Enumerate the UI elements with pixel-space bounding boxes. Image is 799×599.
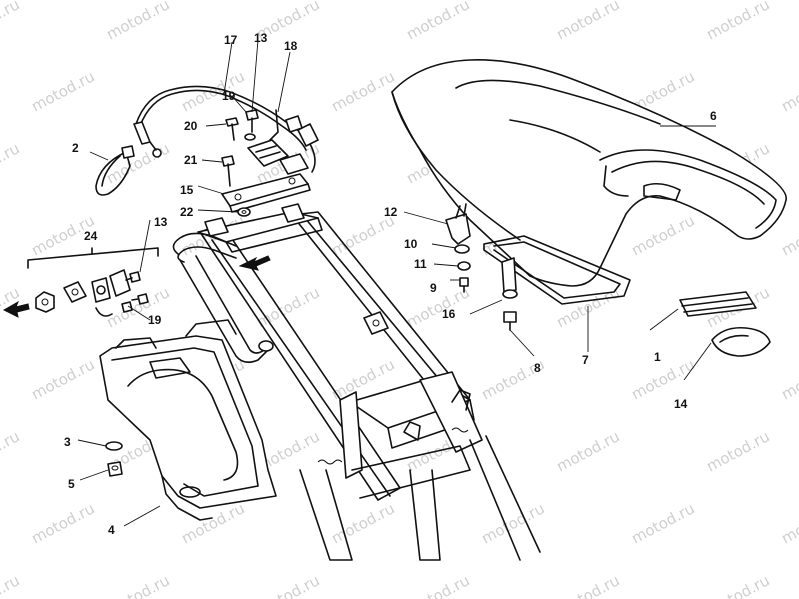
group-24-hardware bbox=[2, 247, 159, 318]
callout-8: 8 bbox=[534, 361, 541, 375]
watermark-text: motod.ru bbox=[778, 67, 799, 115]
seat-pads bbox=[679, 291, 771, 357]
callout-18: 18 bbox=[284, 39, 298, 53]
callout-14: 14 bbox=[674, 397, 688, 411]
callout-10: 10 bbox=[404, 237, 418, 251]
seat-bracket bbox=[445, 203, 471, 245]
grab-tube bbox=[172, 232, 274, 364]
callout-13-top: 13 bbox=[254, 31, 268, 45]
watermark-text: motod.ru bbox=[103, 0, 172, 44]
watermark-text: motod.ru bbox=[703, 427, 772, 475]
watermark-text: motod.ru bbox=[403, 571, 472, 599]
callout-13-left: 13 bbox=[154, 215, 168, 229]
watermark-text: motod.ru bbox=[553, 427, 622, 475]
callout-7: 7 bbox=[582, 353, 589, 367]
seat-base-frame bbox=[483, 235, 631, 305]
callout-19-top: 19 bbox=[222, 89, 236, 103]
watermark-text: motod.ru bbox=[628, 211, 697, 259]
watermark-text: motod.ru bbox=[553, 0, 622, 44]
rear-subframe bbox=[197, 203, 541, 561]
watermark-text: motod.ru bbox=[403, 283, 472, 331]
tray-nut-washer bbox=[105, 441, 123, 477]
callout-2: 2 bbox=[72, 141, 79, 155]
callout-21: 21 bbox=[184, 153, 198, 167]
watermark-text: motod.ru bbox=[703, 571, 772, 599]
watermark-text: motod.ru bbox=[28, 67, 97, 115]
callout-20: 20 bbox=[184, 119, 198, 133]
rear-seat-fasteners bbox=[501, 257, 518, 331]
watermark-text: motod.ru bbox=[253, 571, 322, 599]
watermark-text: motod.ru bbox=[328, 499, 397, 547]
callout-16: 16 bbox=[442, 307, 456, 321]
callout-4: 4 bbox=[108, 523, 115, 537]
callout-22: 22 bbox=[180, 205, 194, 219]
watermark-text: motod.ru bbox=[778, 499, 799, 547]
watermark-text: motod.ru bbox=[0, 571, 23, 599]
callout-3: 3 bbox=[64, 435, 71, 449]
callout-labels: 1 2 3 4 5 6 7 8 9 10 11 12 13 13 14 15 1… bbox=[64, 31, 717, 537]
callout-19-left: 19 bbox=[148, 313, 162, 327]
watermark-text: motod.ru bbox=[0, 0, 23, 44]
watermark-text: motod.ru bbox=[103, 139, 172, 187]
callout-6: 6 bbox=[710, 109, 717, 123]
callout-1: 1 bbox=[654, 350, 661, 364]
watermark-text: motod.ru bbox=[628, 499, 697, 547]
callout-12: 12 bbox=[384, 205, 398, 219]
callout-9: 9 bbox=[430, 281, 437, 295]
watermark-text: motod.ru bbox=[403, 0, 472, 44]
washer-nut-stack bbox=[454, 244, 471, 293]
watermark-text: motod.ru bbox=[328, 67, 397, 115]
callout-11: 11 bbox=[414, 257, 427, 271]
watermark-text: motod.ru bbox=[0, 139, 23, 187]
leader-lines bbox=[77, 39, 716, 527]
callout-24-group: 24 bbox=[84, 229, 98, 243]
watermark-text: motod.ru bbox=[0, 427, 23, 475]
seat-latch-assembly bbox=[221, 109, 311, 217]
seat bbox=[391, 59, 787, 287]
watermark-text: motod.ru bbox=[253, 283, 322, 331]
watermark-text: motod.ru bbox=[553, 571, 622, 599]
watermark-text: motod.ru bbox=[478, 499, 547, 547]
callout-5: 5 bbox=[68, 477, 75, 491]
watermark-text: motod.ru bbox=[778, 211, 799, 259]
undertail-tray bbox=[99, 319, 277, 521]
seat-lock-cable bbox=[133, 85, 319, 173]
lanyard-cable bbox=[95, 145, 135, 196]
watermark-text: motod.ru bbox=[103, 571, 172, 599]
callout-15: 15 bbox=[180, 183, 194, 197]
watermark-text: motod.ru bbox=[703, 0, 772, 44]
watermark-text: motod.ru bbox=[28, 499, 97, 547]
watermark-text: motod.ru bbox=[28, 355, 97, 403]
watermark-text: motod.ru bbox=[778, 355, 799, 403]
callout-17: 17 bbox=[224, 33, 238, 47]
